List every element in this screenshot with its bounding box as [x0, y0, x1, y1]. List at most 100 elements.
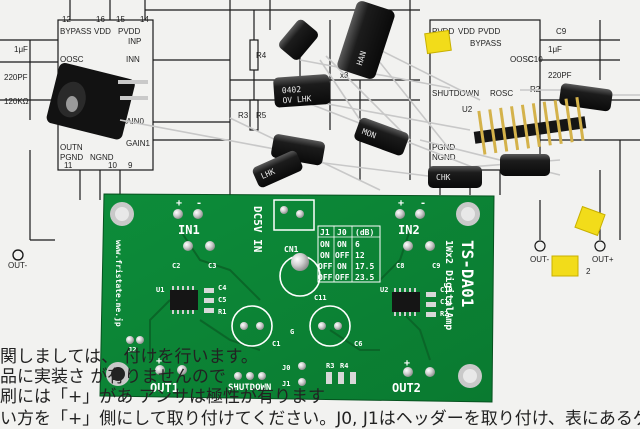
capacitor-small-1 [279, 19, 319, 60]
cn1-label: CN1 [284, 245, 299, 254]
schematic-labels-right: PVDD VDD PVDD BYPASS OOSC SHUTDOWN ROSC … [8, 27, 614, 276]
dc-footprint [273, 199, 315, 231]
pin-label: ROSC [490, 89, 513, 98]
plus-mark: + [156, 356, 162, 367]
pin-number: 15 [116, 15, 125, 24]
output-label: OUT- [530, 255, 549, 264]
output-label: OUT+ [592, 255, 614, 264]
part-label: J0 [282, 364, 290, 372]
output-label: OUT- [8, 261, 27, 270]
minus-mark: - [420, 198, 426, 209]
part-label: C4 [218, 284, 226, 292]
part-label: C11 [314, 294, 327, 302]
pin-label: INP [128, 37, 141, 46]
part-label: J1 [282, 380, 290, 388]
ref-label: R4 [256, 51, 267, 60]
pin-number: 14 [140, 15, 149, 24]
svg-text:ON: ON [320, 240, 330, 249]
pin-number: 16 [96, 15, 105, 24]
url-label: www.fristate.ne.jp [114, 240, 124, 327]
pin-label: OOSC [60, 55, 84, 64]
part-label: C5 [218, 296, 226, 304]
part-label: R4 [340, 362, 348, 370]
part-label: R1 [218, 308, 226, 316]
pin-label: BYPASS [60, 27, 91, 36]
svg-text:ON: ON [337, 240, 347, 249]
pin-label: VDD [458, 27, 475, 36]
svg-text:(dB): (dB) [355, 228, 374, 237]
pin-label: BYPASS [470, 39, 501, 48]
capacitor-large-2: 0402 OV LHK [273, 74, 331, 108]
svg-text:12: 12 [355, 251, 365, 260]
pcb-board: J1 J0 (dB) ON ON 6 ON OFF 12 OFF ON 17.5… [99, 193, 495, 403]
pin-label: OOSC [510, 55, 534, 64]
doc-line-4: い方を「+」側にして取り付けてください。J0, J1はヘッダーを取り付け、表にあ… [0, 409, 640, 429]
in2-label: IN2 [398, 223, 420, 237]
part-label: G [290, 328, 294, 336]
part-label: J2 [128, 346, 136, 354]
cap-footprint-c11 [279, 253, 321, 297]
schematic-labels-left: BYPASS OOSC VDD PVDD INP INN GAIN0 GAIN1… [4, 15, 151, 170]
pin-label: NGND [432, 153, 456, 162]
part-label: C10 [440, 286, 453, 294]
part-label: C8 [396, 262, 404, 270]
gain-table: J1 J0 (dB) ON ON 6 ON OFF 12 OFF ON 17.5… [317, 225, 381, 283]
svg-text:HAN: HAN [355, 50, 368, 67]
cap-footprint-c6 [309, 305, 351, 347]
pin-label: VDD [94, 27, 111, 36]
capacitor-small-5: CHK [428, 166, 482, 188]
out2-label: OUT2 [392, 381, 421, 395]
jumper-cap [424, 29, 452, 55]
doc-line-2: 品に実装さ が有りませんので [0, 367, 226, 387]
pin-label: GAIN1 [126, 139, 151, 148]
doc-line-1: 関しましては、 付けを行います。 [0, 347, 258, 367]
svg-text:OFF: OFF [318, 273, 333, 282]
part-label: C11 [440, 298, 453, 306]
value-label: 220PF [4, 73, 28, 82]
value-label: 1μF [548, 45, 562, 54]
svg-text:6: 6 [355, 240, 360, 249]
pin-label: PVDD [478, 27, 500, 36]
part-label: C6 [354, 340, 362, 348]
ref-label: R5 [256, 111, 267, 120]
doc-line-3: 刷には「+」があ アンサは極性が有ります [0, 387, 325, 407]
svg-text:OFF: OFF [335, 251, 350, 260]
jumper-cap [551, 255, 579, 277]
part-label: C1 [272, 340, 280, 348]
smd-parts [204, 288, 436, 384]
svg-text:OFF: OFF [318, 262, 333, 271]
plus-mark: + [404, 358, 410, 369]
svg-text:J0: J0 [337, 228, 347, 237]
pin-number: 12 [62, 15, 71, 24]
svg-text:OV LHK: OV LHK [282, 94, 312, 105]
capacitor-small-4: LHK [252, 150, 303, 188]
pin-number: 9 [128, 161, 133, 170]
pin-label: NGND [90, 153, 114, 162]
cap-footprint-c1 [231, 305, 273, 347]
ic-u2 [392, 288, 420, 316]
part-label: R3 [326, 362, 334, 370]
part-label: C2 [172, 262, 180, 270]
part-label: R2 [440, 310, 448, 318]
pin-label: PGND [432, 143, 455, 152]
pin-label: PGND [60, 153, 83, 162]
ref-label: R3 [238, 111, 249, 120]
jumper-cap [574, 205, 606, 237]
shutdown-label: SHUTDOWN [228, 383, 271, 393]
svg-text:23.5: 23.5 [355, 273, 374, 282]
part-label: U2 [380, 286, 388, 294]
value-label: 220PF [548, 71, 572, 80]
capacitor-small-2: MON [354, 117, 409, 156]
svg-text:OFF: OFF [335, 273, 350, 282]
part-label: C3 [208, 262, 216, 270]
power-label: DC5V IN [251, 206, 264, 252]
capacitor-small-7 [559, 83, 613, 112]
value-label: U2 [462, 105, 473, 114]
svg-text:17.5: 17.5 [355, 262, 374, 271]
part-label: C9 [432, 262, 440, 270]
capacitor-small-6 [500, 154, 550, 176]
capacitor-large-1: HAN [337, 1, 395, 79]
value-label: C9 [556, 27, 567, 36]
svg-text:0402: 0402 [282, 85, 302, 95]
